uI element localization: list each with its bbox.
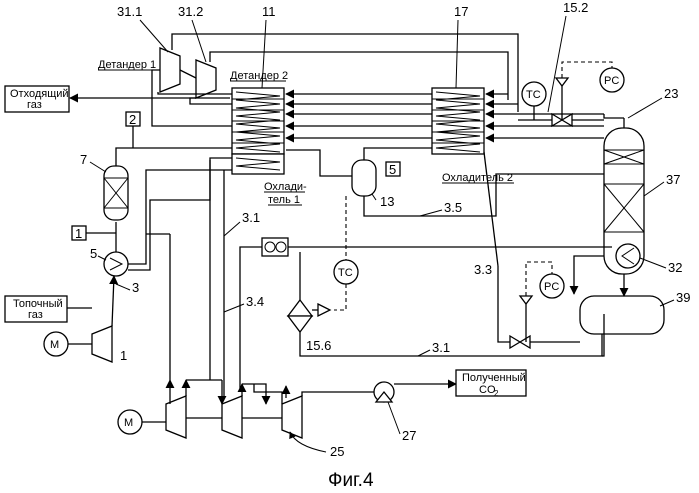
ref-3-5: 3.5 — [444, 200, 462, 215]
svg-text:Полученный: Полученный — [462, 372, 526, 384]
box-1-left: 1 — [72, 226, 86, 241]
expander-1-label: Детандер 1 — [98, 59, 156, 71]
cooler-1-label-b: тель 1 — [268, 194, 300, 206]
box-2-left: 2 — [126, 112, 140, 127]
svg-text:2: 2 — [494, 389, 499, 398]
vessel-13 — [352, 160, 376, 196]
pc-controller-bottom: PC — [540, 274, 564, 298]
cooler-1-label-a: Охлади- — [264, 181, 307, 193]
ref-1: 1 — [120, 348, 127, 363]
expander-shaft — [180, 70, 196, 78]
ref-3-1-b: 3.1 — [432, 340, 450, 355]
compressor-stage-3 — [282, 396, 302, 438]
ref-17: 17 — [454, 4, 468, 19]
ref-3: 3 — [132, 280, 139, 295]
ref-37: 37 — [666, 172, 680, 187]
compressor-stage-2 — [222, 396, 242, 438]
svg-text:PC: PC — [604, 75, 619, 87]
svg-text:M: M — [50, 339, 59, 351]
expander-2 — [196, 60, 216, 98]
ratio-controller — [262, 238, 288, 256]
ref-31-1: 31.1 — [117, 4, 142, 19]
figure-caption: Фиг.4 — [328, 470, 374, 491]
motor-bottom: M — [118, 410, 142, 434]
separator-39 — [580, 296, 664, 334]
ref-7: 7 — [80, 152, 87, 167]
ref-3-3: 3.3 — [474, 262, 492, 277]
svg-text:5: 5 — [389, 162, 396, 177]
compressor-1 — [92, 326, 112, 362]
ref-27: 27 — [402, 428, 416, 443]
ref-15-2: 15.2 — [563, 0, 588, 15]
svg-text:M: M — [124, 417, 133, 429]
heater-5 — [104, 252, 128, 276]
box-5-top: 5 — [386, 162, 400, 177]
offgas-box: Отходящий газ — [5, 86, 69, 112]
ref-31-2: 31.2 — [178, 4, 203, 19]
heat-exchanger-11 — [232, 88, 284, 154]
pump-27 — [374, 382, 394, 402]
svg-text:2: 2 — [129, 112, 136, 127]
svg-text:1: 1 — [75, 226, 82, 241]
ref-23: 23 — [664, 86, 678, 101]
reboiler-32 — [616, 244, 640, 268]
compressor-stage-1 — [166, 396, 186, 438]
ref-5: 5 — [90, 246, 97, 261]
heat-exchanger-17 — [432, 88, 484, 154]
ref-25: 25 — [330, 444, 344, 459]
valve-15-2 — [552, 78, 572, 126]
svg-text:газ: газ — [28, 309, 43, 321]
ref-13: 13 — [380, 194, 394, 209]
ref-11: 11 — [262, 4, 276, 19]
svg-text:TC: TC — [526, 89, 541, 101]
ref-15-6: 15.6 — [306, 338, 331, 353]
expander-2-label: Детандер 2 — [230, 70, 288, 82]
reactor-7 — [104, 166, 128, 220]
svg-text:TC: TC — [338, 267, 353, 279]
motor-left: M — [44, 332, 68, 356]
pc-controller-top: PC — [600, 68, 624, 92]
expander-1 — [160, 48, 180, 92]
ref-39: 39 — [676, 290, 690, 305]
svg-text:PC: PC — [544, 281, 559, 293]
ref-3-4: 3.4 — [246, 294, 264, 309]
ref-3-1-a: 3.1 — [242, 210, 260, 225]
svg-text:газ: газ — [27, 99, 42, 111]
valve-lower-right — [510, 296, 532, 348]
tc-controller-top: TC — [522, 82, 546, 106]
tc-controller-bottom: TC — [334, 260, 358, 284]
ref-32: 32 — [668, 260, 682, 275]
product-box: Полученный CO 2 — [456, 370, 526, 398]
cooler-1 — [232, 154, 284, 174]
valve-15-6 — [288, 300, 330, 332]
fuelgas-box: Топочный газ — [5, 296, 67, 322]
